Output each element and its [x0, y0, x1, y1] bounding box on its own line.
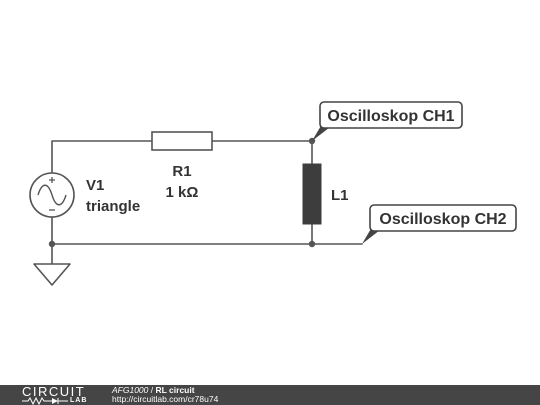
source-waveform-label: triangle — [86, 198, 140, 215]
logo-top-text: CIRCUIT — [22, 384, 86, 399]
circuit-title[interactable]: RL circuit — [155, 385, 195, 395]
voltage-source-icon — [29, 172, 75, 218]
resistor-name-label: R1 — [172, 163, 191, 180]
author-name[interactable]: AFG1000 — [112, 385, 149, 395]
probe-ch2: Oscilloskop CH2 — [362, 204, 517, 244]
source-name-label: V1 — [86, 177, 104, 194]
probe-ch2-label: Oscilloskop CH2 — [379, 211, 506, 228]
inductor-name-label: L1 — [331, 187, 349, 204]
logo-circuit-icon — [22, 397, 68, 405]
probe-ch1: Oscilloskop CH1 — [312, 101, 463, 141]
junction-node-bottom-left — [48, 240, 56, 248]
meta-separator: / — [150, 385, 154, 395]
probe-ch1-label: Oscilloskop CH1 — [327, 108, 454, 125]
wire-top-left — [51, 140, 153, 174]
footer-bar: CIRCUIT LAB AFG1000 / RL circuit http://… — [0, 385, 540, 405]
ground-icon — [33, 263, 71, 286]
inductor-icon — [302, 163, 322, 225]
logo-bottom-text: LAB — [70, 397, 88, 404]
resistor-value-label: 1 kΩ — [166, 184, 199, 201]
junction-node-bottom-right — [308, 240, 316, 248]
circuit-url-link[interactable]: http://circuitlab.com/cr78u74 — [112, 394, 219, 404]
circuit-meta: AFG1000 / RL circuit — [112, 386, 195, 395]
circuitlab-logo: CIRCUIT LAB — [22, 385, 102, 405]
resistor-icon — [151, 131, 213, 151]
